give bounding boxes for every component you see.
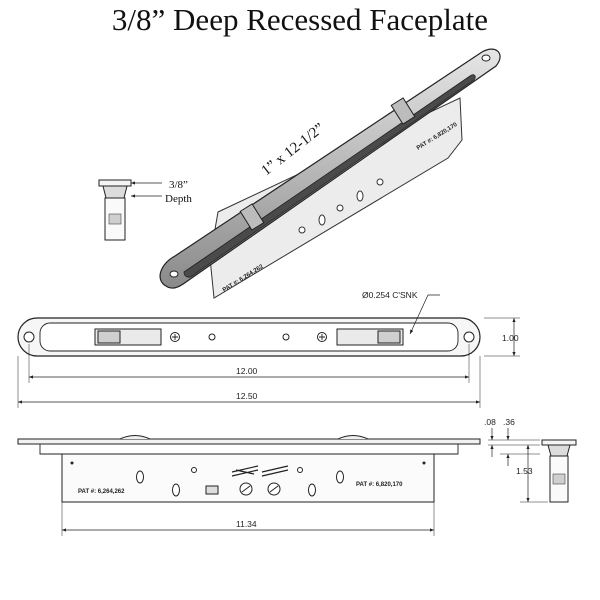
side-slot [136, 470, 144, 484]
height-dimension: 1.00 [502, 333, 519, 343]
end-view: .08 .36 1.53 [484, 417, 577, 503]
side-hole [70, 461, 74, 465]
top-mount-hole [463, 331, 475, 343]
iso-faceplate-recess [183, 74, 476, 278]
iso-body-slot [356, 190, 364, 202]
side-hole [191, 467, 197, 473]
end-view-plate [541, 439, 577, 446]
hole-callout: Ø0.254 C'SNK [362, 290, 418, 300]
side-slot [336, 470, 344, 484]
isometric-view: PAT #: 6,820,170 PAT #: 6,264,262 1” x 1… [159, 48, 501, 299]
end-view-detail [108, 213, 122, 225]
side-hole [422, 461, 426, 465]
end-view-detail-lower [552, 473, 566, 485]
iso-mount-hole [481, 54, 491, 62]
top-view: Ø0.254 C'SNK 1.00 12.00 12.50 [17, 290, 520, 408]
side-spring [231, 465, 259, 477]
body-length-dimension: 11.34 [236, 519, 257, 529]
top-center-hole [208, 333, 216, 341]
side-faceplate [17, 438, 481, 445]
iso-faceplate-outer [159, 48, 501, 289]
body-height-dimension: 1.53 [516, 466, 533, 476]
iso-mount-hole [169, 270, 179, 278]
top-center-hole [282, 333, 290, 341]
inner-length-dimension: 12.00 [236, 366, 258, 376]
side-patent-left: PAT #: 6,264,262 [78, 489, 125, 495]
end-view-head [102, 185, 128, 199]
side-slot [308, 483, 316, 497]
side-spring [261, 465, 289, 477]
iso-hook [239, 203, 265, 231]
diagram-title: 3/8” Deep Recessed Faceplate [111, 2, 489, 37]
top-hook-right-tab [377, 330, 401, 344]
top-hook-left-tab [97, 330, 121, 344]
side-hole [297, 467, 303, 473]
recess-depth-dimension: .36 [503, 417, 515, 427]
iso-lock-body [209, 97, 463, 299]
side-hook-bump [337, 435, 369, 440]
side-view: PAT #: 6,264,262 PAT #: 6,820,170 11.34 [17, 435, 481, 536]
end-view-head-lower [547, 444, 571, 457]
end-view-cap [98, 179, 132, 187]
iso-body-hole [336, 204, 344, 212]
iso-body-hole [376, 178, 384, 186]
top-mount-hole [23, 331, 35, 343]
overall-length-dimension: 12.50 [236, 391, 258, 401]
side-recess-pocket [39, 444, 459, 455]
iso-body-hole [298, 226, 306, 234]
plate-thickness-dimension: .08 [484, 417, 496, 427]
side-hook-bump [119, 435, 151, 440]
depth-callout: 3/8” Depth [98, 179, 192, 241]
side-latch-tab [205, 485, 219, 495]
iso-hook [390, 97, 416, 125]
side-slot [172, 483, 180, 497]
depth-value: 3/8” [169, 179, 188, 191]
depth-label: Depth [165, 193, 192, 205]
iso-body-slot [318, 214, 326, 226]
side-patent-right: PAT #: 6,820,170 [356, 482, 403, 488]
